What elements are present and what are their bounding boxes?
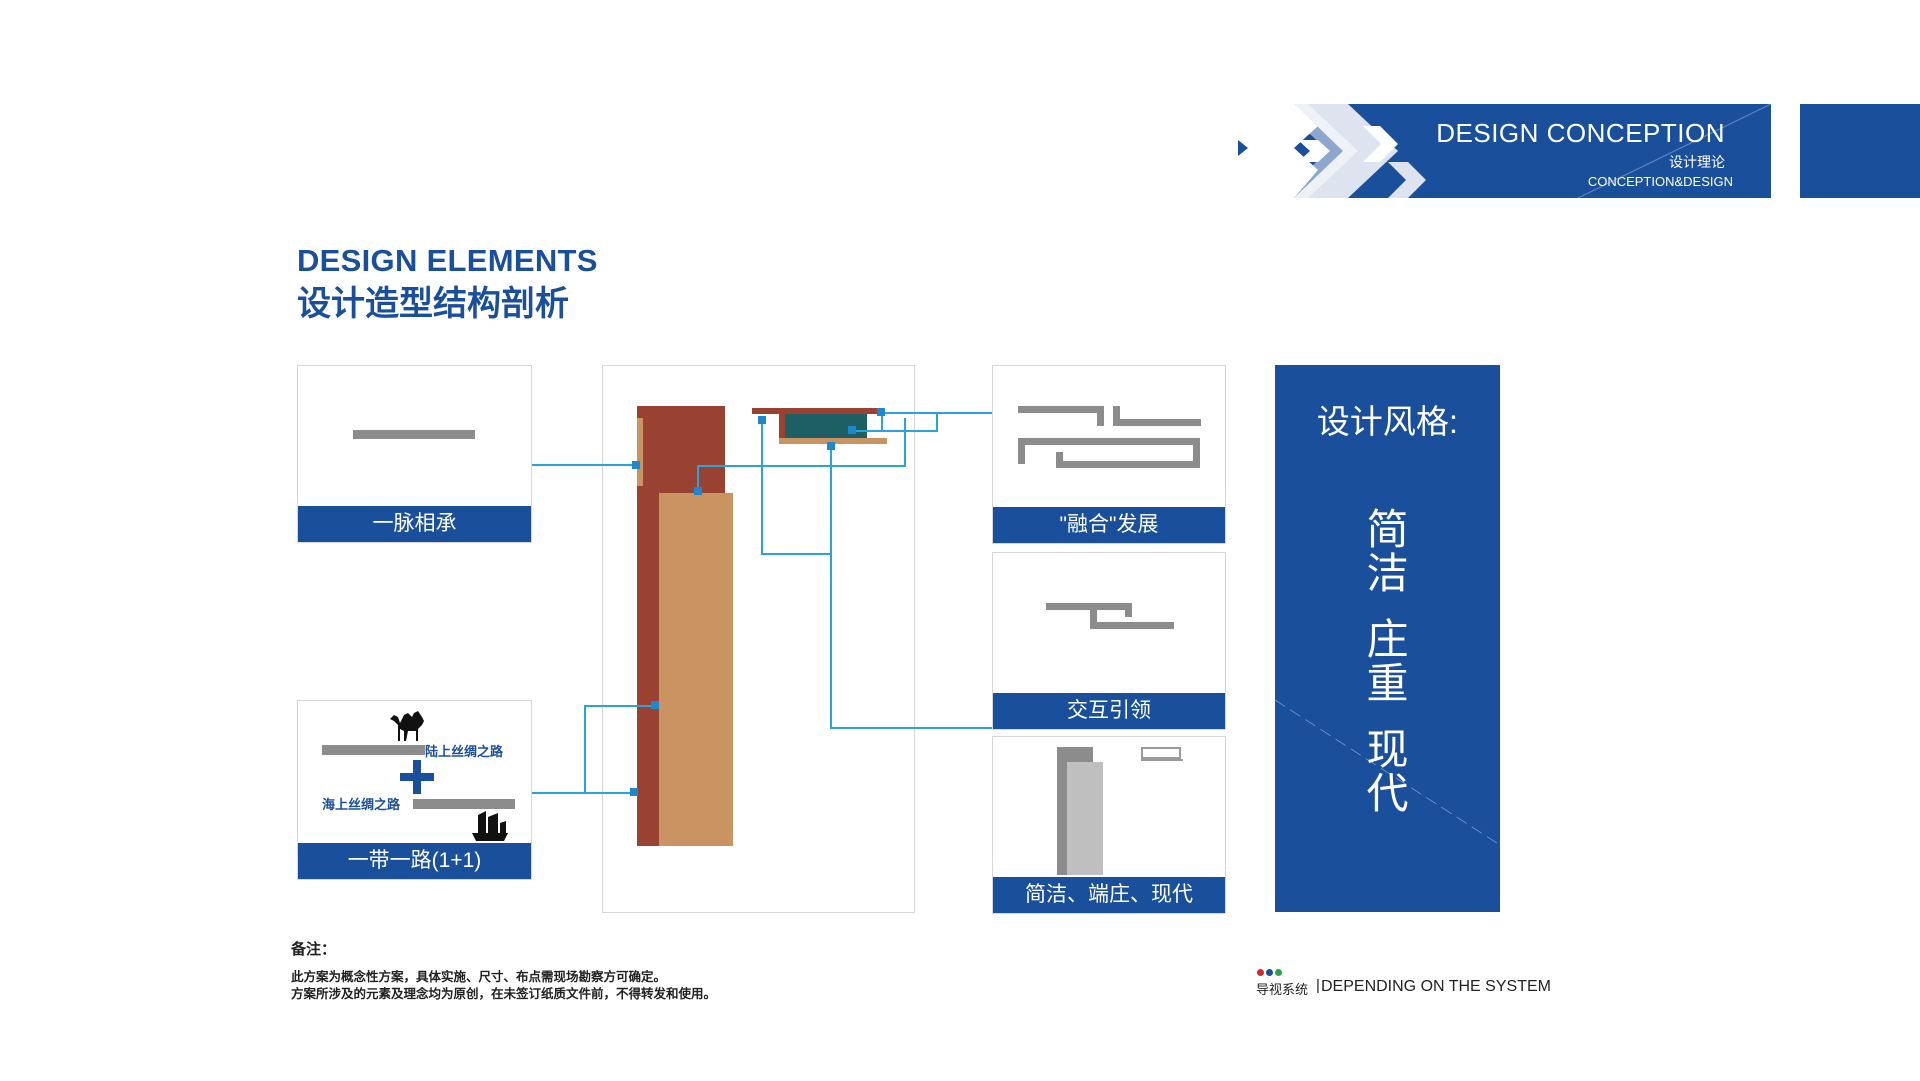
footer-separator: | (1316, 977, 1320, 994)
gray-bar (353, 430, 475, 439)
land-route-label: 陆上丝绸之路 (425, 744, 504, 759)
pillar-light (659, 493, 733, 846)
style-panel-diagonal (1275, 699, 1500, 846)
style-panel-title: 设计风格: (1316, 403, 1459, 440)
sign-top-bar (752, 408, 878, 414)
box-interact: 交互引领 (992, 552, 1226, 730)
land-route-bar (322, 745, 425, 755)
section-title-en: DESIGN ELEMENTS (297, 243, 598, 278)
box-interact-label: 交互引领 (993, 693, 1225, 729)
footer-brand: 导视系统 (1256, 982, 1309, 997)
camel-icon (390, 711, 424, 741)
style-word-3: 庄 (1366, 616, 1409, 663)
header-title: DESIGN CONCEPTION (1436, 118, 1725, 148)
footer-dot-red (1257, 969, 1264, 976)
style-panel: 设计风格: 简 洁 庄 重 现 代 (1275, 365, 1500, 912)
sign-bottom-bar (779, 438, 887, 444)
box-fusion-label: "融合"发展 (993, 507, 1225, 543)
plus-icon (400, 760, 434, 794)
header-side-block (1800, 104, 1920, 198)
box-simple-label: 简洁、端庄、现代 (993, 877, 1225, 913)
sea-route-bar (413, 799, 515, 809)
sign-left-edge (779, 414, 785, 438)
style-word-1: 简 (1366, 506, 1409, 553)
box-belt-road: 陆上丝绸之路 海上丝绸之路 一带一路(1+1) (297, 700, 532, 880)
pillar-trim (637, 418, 643, 486)
footer-text: DEPENDING ON THE SYSTEM (1321, 978, 1551, 995)
diagonal-light-line (1577, 104, 1771, 198)
chevron-arrow-icon (1238, 104, 1426, 198)
section-title-cn: 设计造型结构剖析 (297, 285, 569, 323)
style-word-6: 代 (1366, 770, 1409, 817)
footer-dot-blue (1266, 969, 1273, 976)
style-word-5: 现 (1366, 726, 1409, 773)
box-simple: 简洁、端庄、现代 (992, 736, 1226, 914)
pillar-panel (602, 365, 915, 913)
header-subtitle-en: CONCEPTION&DESIGN (1587, 174, 1733, 189)
notes-line-1: 此方案为概念性方案，具体实施、尺寸、布点需现场勘察方可确定。 (291, 970, 667, 984)
header-subtitle: 设计理论 (1669, 154, 1725, 170)
header-banner: DESIGN CONCEPTION 设计理论 CONCEPTION&DESIGN (1238, 104, 1771, 198)
style-word-2: 洁 (1366, 550, 1409, 597)
style-word-4: 重 (1366, 660, 1409, 707)
box-belt-road-label: 一带一路(1+1) (298, 843, 531, 879)
box-lineage-label: 一脉相承 (298, 506, 531, 542)
notes-line-2: 方案所涉及的元素及理念均为原创，在未签订纸质文件前，不得转发和使用。 (291, 987, 717, 1001)
box-lineage: 一脉相承 (297, 365, 532, 543)
sea-route-label: 海上丝绸之路 (322, 797, 401, 812)
footer-dot-green (1275, 969, 1282, 976)
notes-heading: 备注： (291, 941, 337, 958)
junk-ship-icon (472, 811, 508, 841)
box-fusion: "融合"发展 (992, 365, 1226, 544)
